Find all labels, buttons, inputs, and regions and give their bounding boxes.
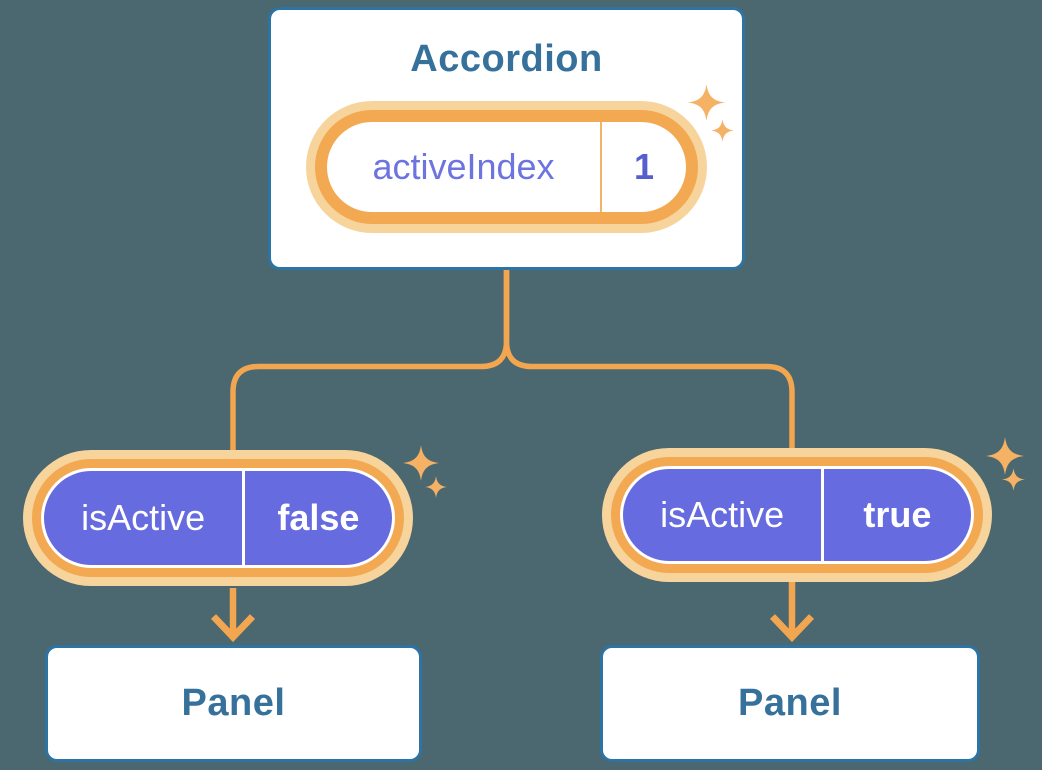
state-label: isActive	[81, 497, 206, 538]
panel-card-right: Panel	[600, 645, 980, 762]
state-value: 1	[633, 146, 655, 187]
panel-card-title: Panel	[738, 682, 842, 724]
panel-card-left: Panel	[45, 645, 422, 762]
state-label: activeIndex	[372, 146, 555, 187]
sparkle-icon	[711, 119, 734, 142]
panel-card-title: Panel	[181, 682, 286, 724]
sparkle-icon	[425, 476, 447, 498]
pill-divider	[821, 469, 824, 561]
state-pill-content: activeIndex 1	[327, 122, 686, 212]
state-pill-content: isActive true	[623, 469, 971, 561]
is-active-false-state-pill: isActive false	[32, 459, 404, 577]
state-value: true	[863, 494, 932, 535]
accordion-card-title: Accordion	[410, 38, 603, 80]
connector-left-branch	[230, 267, 510, 460]
arrow-right-head-icon	[769, 614, 815, 643]
state-pill-content: isActive false	[44, 471, 392, 565]
connector-right-branch	[503, 267, 795, 453]
sparkle-icon	[986, 437, 1024, 475]
is-active-true-state-pill: isActive true	[611, 457, 983, 573]
pill-divider	[242, 471, 245, 565]
sparkle-icon	[1002, 468, 1025, 491]
sparkle-icon	[688, 84, 725, 121]
state-label: isActive	[660, 494, 785, 535]
state-value: false	[277, 497, 360, 538]
sparkle-icon	[403, 445, 439, 481]
active-index-state-pill: activeIndex 1	[315, 110, 698, 224]
arrow-left-head-icon	[210, 614, 256, 643]
pill-divider	[600, 122, 602, 212]
